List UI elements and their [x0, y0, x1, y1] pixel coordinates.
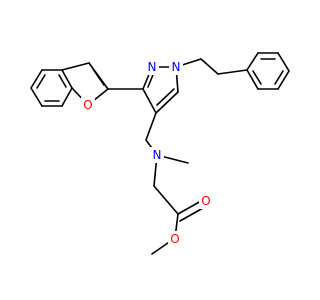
double-bond-inner: [58, 74, 67, 88]
atom-o-ester: O: [168, 231, 182, 247]
bond: [145, 112, 157, 141]
bond: [217, 69, 248, 75]
atom-label-o: O: [83, 98, 92, 112]
bond: [246, 52, 259, 71]
double-bond-inner: [92, 68, 105, 86]
molecule-diagram: O N N N O O: [30, 52, 290, 255]
bond: [155, 91, 179, 114]
double-bond-inner: [252, 70, 262, 85]
benzyl-group: [175, 52, 290, 90]
bond: [30, 69, 43, 89]
atom-n-pyrazole-2: N: [145, 59, 159, 75]
bond: [200, 58, 219, 75]
atom-label-o: O: [170, 232, 179, 246]
double-bond-inner: [156, 88, 175, 106]
bond: [153, 185, 179, 215]
bond-carbonyl: [177, 200, 202, 215]
bond: [246, 69, 259, 90]
bond: [277, 52, 290, 72]
bond: [142, 88, 157, 114]
benzofuran-benzene-ring: [30, 69, 73, 107]
bond: [61, 62, 90, 71]
bond: [277, 70, 290, 90]
atom-label-o: O: [201, 194, 210, 208]
double-bond-inner: [36, 74, 46, 89]
bond-carbonyl-double: [179, 207, 204, 222]
atom-label-n: N: [153, 148, 162, 162]
bond: [61, 69, 73, 89]
bond: [61, 87, 73, 107]
atom-label-n: N: [172, 60, 181, 74]
atom-o-furan: O: [81, 97, 95, 113]
atom-n-amine: N: [150, 147, 164, 163]
atom-o-carbonyl: O: [199, 193, 213, 209]
bond: [30, 87, 43, 107]
molecule-structure-canvas: O N N N O O: [30, 52, 290, 255]
atom-label-n: N: [148, 60, 157, 74]
double-bond-inner: [274, 70, 284, 85]
atom-n-pyrazole-1: N: [169, 59, 183, 75]
